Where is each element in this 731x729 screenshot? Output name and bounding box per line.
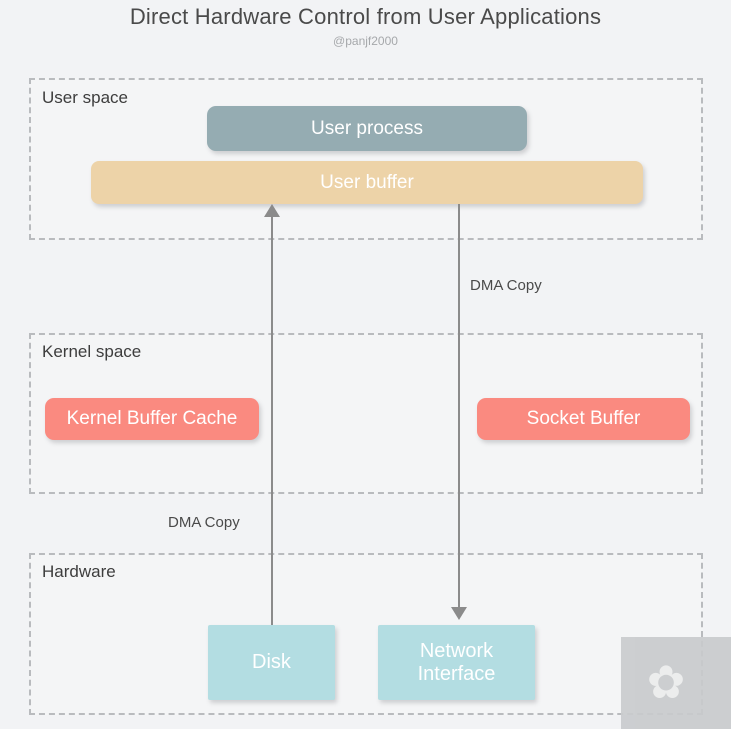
block-network-interface-label-line1: Network — [419, 640, 494, 663]
block-user-process-label: User process — [311, 117, 423, 139]
arrow-disk-to-user-buffer-head — [264, 204, 280, 217]
edge-label-dma-copy-lower: DMA Copy — [168, 514, 240, 531]
block-kernel-buffer-cache[interactable]: Kernel Buffer Cache — [45, 398, 259, 440]
block-kernel-buffer-cache-label: Kernel Buffer Cache — [66, 408, 238, 430]
edge-label-dma-copy-upper: DMA Copy — [470, 277, 542, 294]
block-network-interface[interactable]: Network Interface — [378, 625, 535, 700]
block-disk[interactable]: Disk — [208, 625, 335, 700]
block-user-process[interactable]: User process — [207, 106, 527, 151]
arrow-disk-to-user-buffer-line — [271, 216, 273, 625]
watermark-logo-icon: ✿ — [646, 656, 686, 708]
block-user-buffer-label: User buffer — [320, 171, 414, 193]
arrow-user-buffer-to-nic-head — [451, 607, 467, 620]
block-user-buffer[interactable]: User buffer — [91, 161, 643, 204]
zone-label-hardware: Hardware — [42, 562, 116, 581]
arrow-user-buffer-to-nic-line — [458, 204, 460, 608]
zone-hardware — [29, 553, 703, 715]
zone-user-space — [29, 78, 703, 240]
block-socket-buffer[interactable]: Socket Buffer — [477, 398, 690, 440]
zone-label-kernel-space: Kernel space — [42, 342, 142, 361]
block-socket-buffer-label: Socket Buffer — [526, 408, 641, 430]
block-disk-label: Disk — [252, 651, 291, 674]
page-title: Direct Hardware Control from User Applic… — [129, 4, 602, 29]
zone-label-user-space: User space — [42, 88, 128, 107]
page-subtitle: @panjf2000 — [333, 34, 398, 48]
watermark: ✿ — [621, 637, 731, 729]
block-network-interface-label-line2: Interface — [417, 662, 496, 685]
